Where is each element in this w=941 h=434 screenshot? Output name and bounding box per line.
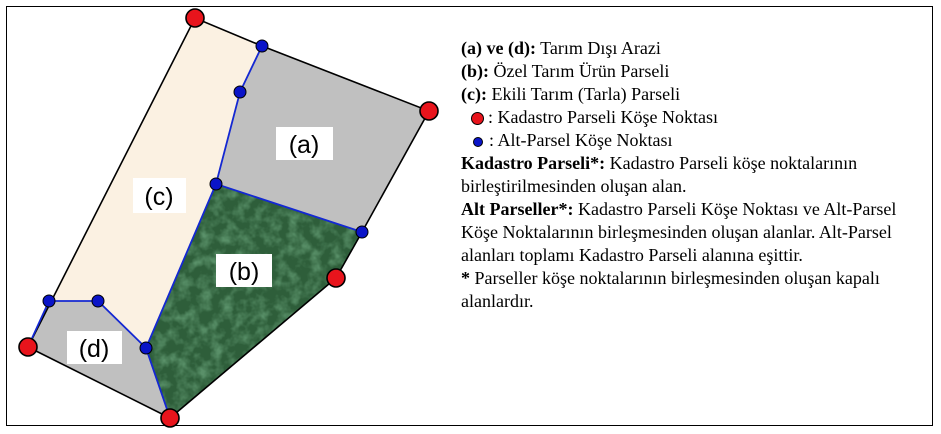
legend-text-c: Ekili Tarım (Tarla) Parseli <box>486 84 681 104</box>
subparcel-point <box>233 85 247 99</box>
blue-point-icon <box>473 136 483 147</box>
red-point-icon <box>471 112 484 126</box>
legend-item-b: (b): Özel Tarım Ürün Parseli <box>461 60 931 83</box>
legend-item-c: (c): Ekili Tarım (Tarla) Parseli <box>461 83 931 106</box>
legend-text-ad: Tarım Dışı Arazi <box>535 38 661 58</box>
figure-frame <box>6 6 933 426</box>
legend-key-alt: Alt Parseller*: <box>461 199 574 219</box>
subparcel-points <box>42 39 369 355</box>
parcel-label-a: (a) <box>289 131 320 159</box>
legend-item-ad: (a) ve (d): Tarım Dışı Arazi <box>461 37 931 60</box>
subparcel-point <box>42 294 56 308</box>
parcel-label-a-group: (a) <box>276 127 333 160</box>
legend-item-blue-point: : Alt-Parsel Köşe Noktası <box>461 129 931 152</box>
parcel-label-d-group: (d) <box>67 331 122 364</box>
legend-item-alt: Alt Parseller*: Kadastro Parseli Köşe No… <box>461 198 931 267</box>
legend-text-blue-point: : Alt-Parsel Köşe Noktası <box>489 130 673 150</box>
cadastre-points <box>18 8 439 428</box>
cadastre-point <box>326 268 346 288</box>
legend-key-kadastro: Kadastro Parseli*: <box>461 153 606 173</box>
legend-item-note: * Parseller köşe noktalarının birleşmesi… <box>461 267 931 313</box>
subparcel-point <box>209 177 223 191</box>
legend-item-kadastro: Kadastro Parseli*: Kadastro Parseli köşe… <box>461 152 931 198</box>
legend-text-alt: Kadastro Parseli Köşe Noktası ve Alt-Par… <box>461 199 897 265</box>
parcel-label-c-group: (c) <box>133 178 186 213</box>
legend-text-note: Parseller köşe noktalarının birleşmesind… <box>461 268 880 311</box>
legend-key-note: * <box>461 268 470 288</box>
subparcel-point <box>355 225 369 239</box>
cadastre-boundary <box>27 16 431 419</box>
parcel-label-b: (b) <box>229 258 260 286</box>
cadastre-point <box>160 408 180 428</box>
legend-key-ad: (a) ve (d): <box>461 38 536 58</box>
cadastre-point <box>18 337 38 357</box>
legend-item-red-point: : Kadastro Parseli Köşe Noktası <box>461 106 931 129</box>
legend-text-kadastro: Kadastro Parseli köşe noktalarının birle… <box>461 153 858 196</box>
legend-text-b: Özel Tarım Ürün Parseli <box>489 61 670 81</box>
subparcel-point <box>139 341 153 355</box>
subparcel-point <box>255 39 269 53</box>
legend-key-b: (b): <box>461 61 489 81</box>
parcel-label-b-group: (b) <box>216 254 272 287</box>
cadastre-point <box>419 101 439 121</box>
cadastre-point <box>185 8 205 28</box>
legend-key-c: (c): <box>461 84 487 104</box>
subparcel-point <box>91 294 105 308</box>
parcel-label-d: (d) <box>79 335 110 363</box>
legend-text-red-point: : Kadastro Parseli Köşe Noktası <box>488 107 718 127</box>
legend: (a) ve (d): Tarım Dışı Arazi (b): Özel T… <box>461 37 931 313</box>
parcel-label-c: (c) <box>144 183 173 211</box>
